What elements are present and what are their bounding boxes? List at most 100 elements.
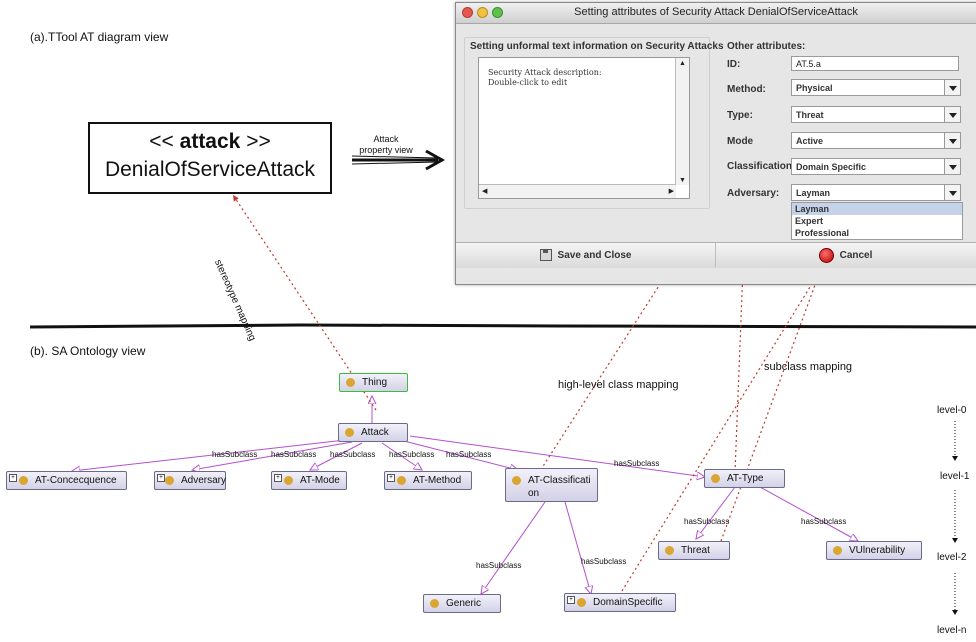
adversary-option-layman[interactable]: Layman [792, 203, 962, 215]
adversary-option-expert[interactable]: Expert [795, 216, 824, 226]
level-label: level-0 [937, 405, 967, 416]
dialog-titlebar: Setting attributes of Security Attack De… [456, 3, 976, 24]
node-at-consequence[interactable]: +AT-Concecquence [6, 471, 127, 490]
method-select[interactable]: Physical [791, 79, 961, 96]
class-icon [284, 476, 293, 485]
adversary-label: Adversary: [727, 188, 780, 199]
class-icon [19, 476, 28, 485]
node-threat[interactable]: Threat [658, 541, 730, 560]
edge-label: hasSubclass [614, 459, 660, 468]
zoom-window-button[interactable] [492, 7, 503, 18]
node-vulnerability[interactable]: VUlnerability [826, 541, 922, 560]
expand-icon[interactable]: + [157, 474, 165, 482]
id-label: ID: [727, 59, 741, 70]
node-thing[interactable]: Thing [339, 373, 408, 392]
mode-select[interactable]: Active [791, 132, 961, 149]
scroll-up-icon[interactable]: ▲ [679, 60, 686, 67]
adversary-select[interactable]: Layman [791, 184, 961, 201]
level-label: level-1 [940, 471, 970, 482]
cancel-button[interactable]: Cancel [716, 243, 975, 267]
classification-select[interactable]: Domain Specific [791, 158, 961, 175]
scroll-right-icon[interactable]: ▶ [668, 188, 674, 195]
save-and-close-button[interactable]: Save and Close [456, 243, 716, 267]
attack-property-line1: Attack [373, 134, 399, 144]
description-vertical-scrollbar[interactable]: ▲ ▼ [675, 58, 689, 185]
edge-label: hasSubclass [581, 557, 627, 566]
level-label: level-2 [937, 552, 967, 563]
edge-label: hasSubclass [271, 450, 317, 459]
level-label: level-n [937, 625, 967, 636]
level-arrowheads [952, 456, 958, 615]
scroll-left-icon[interactable]: ◀ [482, 188, 488, 195]
id-field[interactable]: AT.5.a [791, 56, 959, 71]
edge-label: hasSubclass [684, 517, 730, 526]
save-icon [539, 249, 552, 261]
other-attributes-title: Other attributes: [727, 41, 806, 52]
description-horizontal-scrollbar[interactable]: ◀ ▶ [479, 184, 676, 198]
high-level-mapping-label: high-level class mapping [558, 379, 679, 391]
minimize-window-button[interactable] [477, 7, 488, 18]
expand-icon[interactable]: + [387, 474, 395, 482]
chevron-down-icon[interactable] [944, 133, 960, 148]
class-icon [346, 378, 355, 387]
class-icon [430, 599, 439, 608]
chevron-down-icon[interactable] [944, 107, 960, 122]
ttool-caption: (a).TTool AT diagram view [30, 30, 169, 44]
classification-label: Classification [727, 161, 793, 172]
expand-icon[interactable]: + [9, 474, 17, 482]
attributes-dialog: Setting attributes of Security Attack De… [455, 2, 976, 285]
adversary-option-professional[interactable]: Professional [795, 228, 850, 238]
class-icon [165, 476, 174, 485]
edge-label: hasSubclass [476, 561, 522, 570]
class-icon [711, 474, 720, 483]
chevron-down-icon[interactable] [944, 159, 960, 174]
text-info-group [464, 37, 710, 209]
description-text: Security Attack description: Double-clic… [488, 68, 602, 87]
expand-icon[interactable]: + [567, 596, 575, 604]
class-icon [345, 428, 354, 437]
chevron-down-icon[interactable] [944, 185, 960, 200]
close-window-button[interactable] [462, 7, 473, 18]
attack-property-line2: property view [359, 145, 413, 155]
attack-block[interactable]: << attack >> DenialOfServiceAttack [88, 122, 332, 194]
node-at-method[interactable]: +AT-Method [384, 471, 472, 490]
dialog-button-bar: Save and Close Cancel [456, 242, 976, 268]
node-domain-specific[interactable]: +DomainSpecific [564, 593, 676, 612]
scroll-down-icon[interactable]: ▼ [679, 177, 686, 184]
mode-label: Mode [727, 136, 754, 147]
subclass-mapping-label: subclass mapping [764, 361, 853, 373]
attack-property-view-caption: Attack property view [355, 134, 417, 156]
dialog-title: Setting attributes of Security Attack De… [574, 6, 858, 18]
chevron-down-icon[interactable] [944, 80, 960, 95]
edge-label: hasSubclass [212, 450, 258, 459]
node-at-type[interactable]: AT-Type [704, 469, 785, 488]
edge-label: hasSubclass [801, 517, 847, 526]
class-icon [577, 598, 586, 607]
type-label: Type: [727, 110, 753, 121]
edge-label: hasSubclass [446, 450, 492, 459]
ontology-edges [72, 396, 858, 594]
class-icon [512, 476, 521, 485]
expand-icon[interactable]: + [274, 474, 282, 482]
attack-stereotype: << attack >> [149, 130, 271, 153]
stop-icon [818, 247, 834, 263]
ontology-caption: (b). SA Ontology view [30, 344, 146, 358]
node-adversary[interactable]: +Adversary [154, 471, 226, 490]
attack-block-name: DenialOfServiceAttack [104, 158, 316, 181]
node-generic[interactable]: Generic [423, 594, 501, 613]
edge-label: hasSubclass [330, 450, 376, 459]
method-label: Method: [727, 84, 766, 95]
edge-label: hasSubclass [389, 450, 435, 459]
description-textarea[interactable]: Security Attack description: Double-clic… [478, 57, 690, 199]
property-view-arrow [351, 149, 446, 171]
section-separator [29, 323, 976, 329]
class-icon [833, 546, 842, 555]
type-select[interactable]: Threat [791, 106, 961, 123]
class-icon [397, 476, 406, 485]
class-icon [665, 546, 674, 555]
text-info-group-title: Setting unformal text information on Sec… [470, 41, 724, 52]
node-at-mode[interactable]: +AT-Mode [271, 471, 347, 490]
node-attack[interactable]: Attack [338, 423, 408, 442]
adversary-dropdown-list: Layman Expert Professional [791, 202, 963, 240]
